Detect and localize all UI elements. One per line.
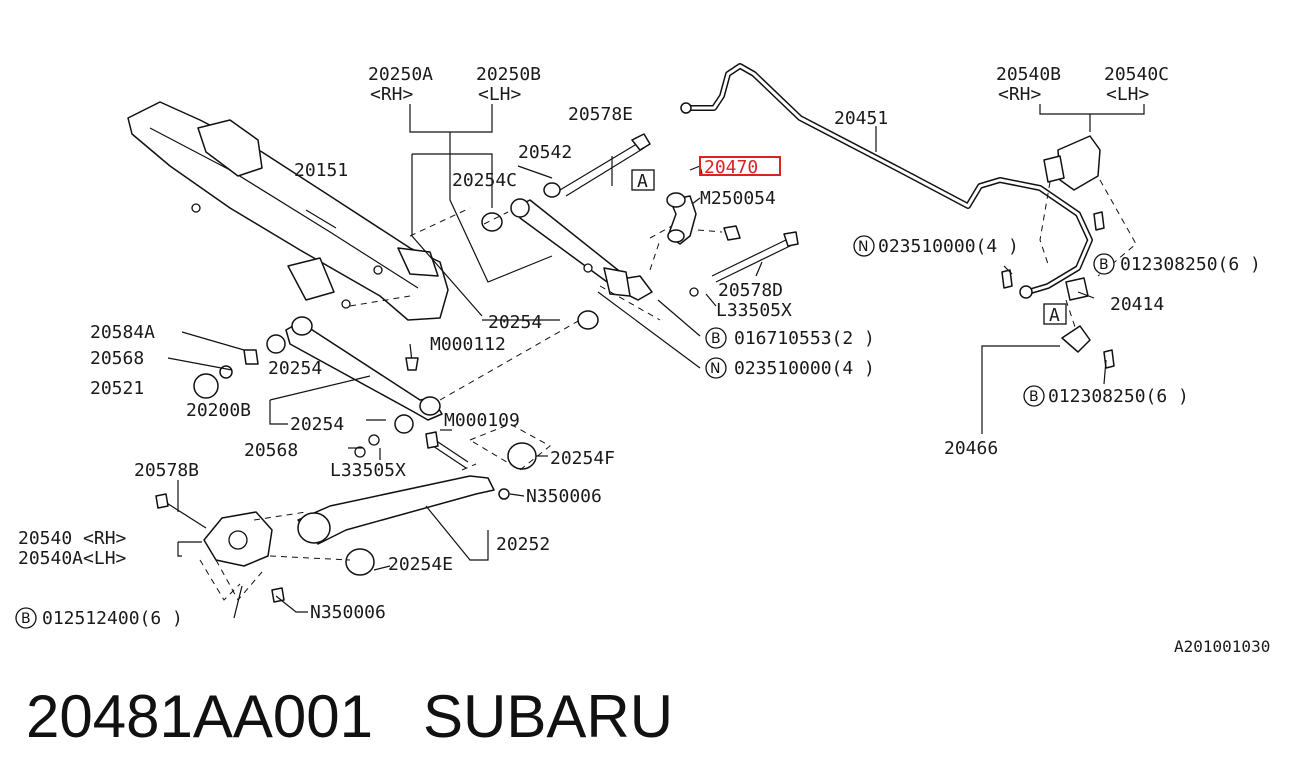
bolt-20578e-part: [559, 133, 651, 197]
label-20254-a: 20254: [488, 312, 542, 333]
part-number: 20481AA001: [26, 683, 373, 750]
bolt-m000109-part: [425, 431, 469, 469]
label-20578B: 20578B: [134, 460, 199, 481]
label-L33505X-a: L33505X: [716, 300, 792, 321]
label-B012512400: 012512400(6 ): [42, 608, 183, 629]
box-a-marker-1: [631, 169, 655, 191]
part-number-footer: 20481AA001 SUBARU: [26, 682, 673, 751]
label-lh-2: <LH>: [1106, 84, 1150, 105]
label-20254-b: 20254: [268, 358, 322, 379]
highlight-box-20470: [699, 156, 781, 176]
box-a-marker-2: [1043, 303, 1067, 325]
label-20252: 20252: [496, 534, 550, 555]
label-20540-rh: 20540 <RH>: [18, 528, 127, 549]
leader-lines: [167, 104, 1145, 613]
label-M000109: M000109: [444, 410, 520, 431]
label-20540A-lh: 20540A<LH>: [18, 548, 127, 569]
label-20470: 20470: [704, 157, 758, 178]
box-a-label-1: A: [637, 171, 648, 192]
label-20568-b: 20568: [244, 440, 298, 461]
label-20466: 20466: [944, 438, 998, 459]
circle-b-icon-4: B: [21, 611, 31, 627]
label-20200B: 20200B: [186, 400, 251, 421]
label-20540C: 20540C: [1104, 64, 1169, 85]
label-20578D: 20578D: [718, 280, 783, 301]
circle-b-icon-3: B: [1029, 389, 1039, 405]
label-20451: 20451: [834, 108, 888, 129]
label-20568-a: 20568: [90, 348, 144, 369]
part-labels: 20250A 20250B <RH> <LH> 20578E 20542 202…: [15, 64, 1270, 656]
diagram-ref-code: A201001030: [1174, 637, 1270, 656]
brand-name: SUBARU: [423, 683, 674, 750]
upper-link-part: [481, 182, 653, 330]
label-L33505X-b: L33505X: [330, 460, 406, 481]
label-rh-1: <RH>: [370, 84, 414, 105]
label-N350006-a: N350006: [526, 486, 602, 507]
stabilizer-bar-part: [680, 63, 1093, 299]
label-lh-1: <LH>: [478, 84, 522, 105]
label-20540B: 20540B: [996, 64, 1061, 85]
label-20254-c: 20254: [290, 414, 344, 435]
label-20254C: 20254C: [452, 170, 517, 191]
label-N023510000-b: 023510000(4 ): [734, 358, 875, 379]
label-B012308250-a: 012308250(6 ): [1120, 254, 1261, 275]
label-20414: 20414: [1110, 294, 1164, 315]
crossmember-part: [127, 101, 449, 321]
trailing-bracket-part: [155, 493, 285, 619]
circle-n-icon: N: [858, 239, 868, 255]
label-20254F: 20254F: [550, 448, 615, 469]
label-20254E: 20254E: [388, 554, 453, 575]
circle-b-icon: B: [1099, 257, 1109, 273]
label-20250A: 20250A: [368, 64, 433, 85]
label-M000112: M000112: [430, 334, 506, 355]
label-M250054: M250054: [700, 188, 776, 209]
label-B012308250-b: 012308250(6 ): [1048, 386, 1189, 407]
label-20250B: 20250B: [476, 64, 541, 85]
label-20584A: 20584A: [90, 322, 155, 343]
stabilizer-bracket-part: [1001, 135, 1115, 369]
label-20151: 20151: [294, 160, 348, 181]
stabilizer-link-part: [666, 192, 741, 245]
label-20578E: 20578E: [568, 104, 633, 125]
label-N350006-b: N350006: [310, 602, 386, 623]
circle-n-icon-2: N: [710, 361, 720, 377]
label-20521: 20521: [90, 378, 144, 399]
circle-b-icon-2: B: [711, 331, 721, 347]
label-rh-2: <RH>: [998, 84, 1042, 105]
label-B016710553: 016710553(2 ): [734, 328, 875, 349]
label-20542: 20542: [518, 142, 572, 163]
box-a-label-2: A: [1049, 305, 1060, 326]
label-N023510000-a: 023510000(4 ): [878, 236, 1019, 257]
lateral-link-part: [193, 316, 443, 458]
bolt-20578d-part: [689, 231, 799, 297]
